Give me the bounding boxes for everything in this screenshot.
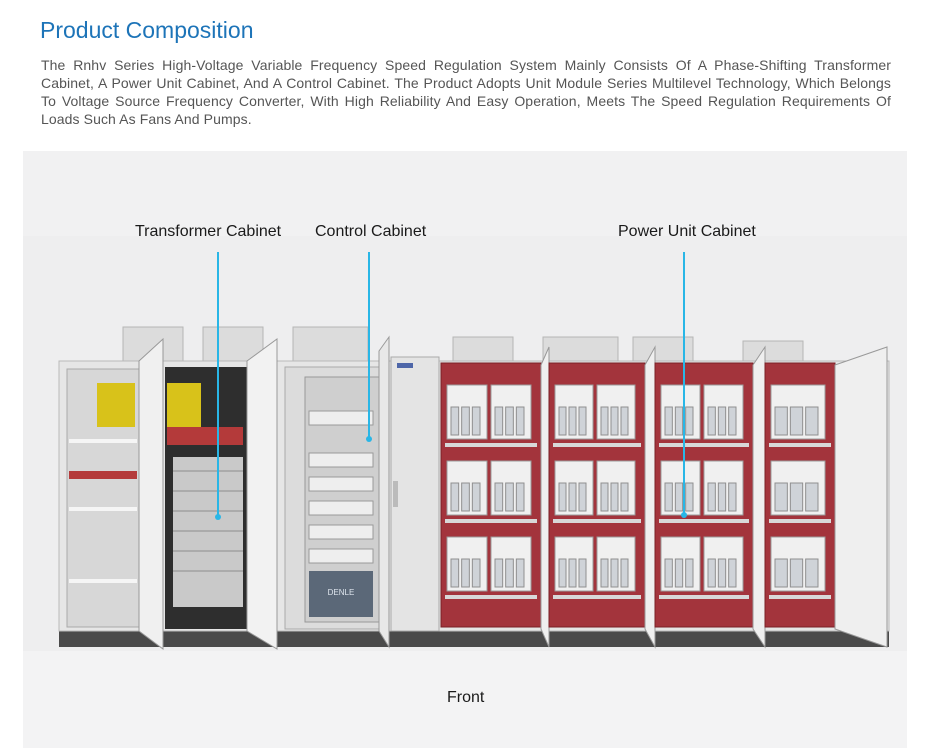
- pointer-dot-transformer: [215, 514, 221, 520]
- pointer-dot-control: [366, 436, 372, 442]
- product-composition-figure: DENLE Transformer Cabinet Control Cabine…: [23, 151, 907, 748]
- cabinet-door: [752, 345, 766, 649]
- panel-badge: DENLE: [328, 588, 355, 597]
- label-power-unit-cabinet: Power Unit Cabinet: [618, 223, 756, 240]
- section-description: The Rnhv Series High-Voltage Variable Fr…: [41, 57, 891, 127]
- pointer-dot-power-unit: [681, 512, 687, 518]
- cabinet-door: [834, 346, 888, 648]
- cabinet-door: [644, 345, 656, 649]
- cabinet-door: [540, 346, 550, 648]
- label-transformer-cabinet: Transformer Cabinet: [135, 223, 282, 240]
- pointer-power-unit-cabinet: [683, 252, 685, 514]
- pointer-control-cabinet: [368, 252, 370, 438]
- pointer-transformer-cabinet: [217, 252, 219, 516]
- label-control-cabinet: Control Cabinet: [315, 223, 427, 240]
- cabinet-illustration: DENLE: [58, 326, 890, 650]
- section-title: Product Composition: [40, 17, 254, 43]
- figure-caption-front: Front: [447, 689, 485, 706]
